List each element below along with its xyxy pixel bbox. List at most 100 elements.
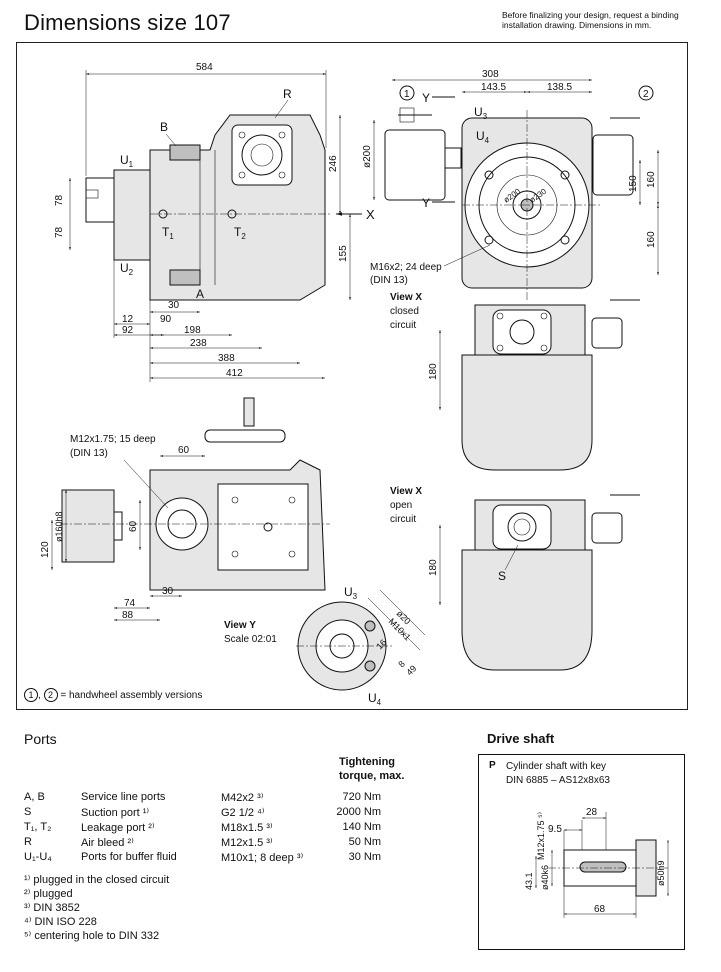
view-x-closed: View X closed circuit 180 — [390, 292, 640, 471]
header-note-line-2: installation drawing. Dimensions in mm. — [502, 20, 652, 30]
footnote: ³⁾ DIN 3852 — [24, 902, 80, 914]
legend: 1, 2 = handwheel assembly versions — [24, 688, 202, 702]
svg-text:74: 74 — [124, 598, 136, 609]
front-view: 1 2 Y Y 308 143.5 138.5 ø200 150 160 160… — [362, 69, 659, 300]
svg-text:Scale 02:01: Scale 02:01 — [224, 634, 277, 645]
svg-text:View X: View X — [390, 292, 422, 303]
svg-text:90: 90 — [160, 314, 172, 325]
svg-text:60: 60 — [178, 445, 190, 456]
svg-text:M12x1.75 ⁵⁾: M12x1.75 ⁵⁾ — [536, 812, 546, 860]
handwheel-2 — [592, 134, 634, 196]
svg-text:U2: U2 — [120, 261, 134, 277]
svg-text:T1: T1 — [162, 225, 174, 241]
port-B — [169, 144, 201, 161]
svg-text:U3: U3 — [474, 105, 488, 121]
svg-text:198: 198 — [184, 325, 201, 336]
svg-text:78: 78 — [54, 194, 65, 206]
svg-text:68: 68 — [594, 904, 606, 915]
svg-text:T2: T2 — [234, 225, 246, 241]
svg-text:150: 150 — [628, 175, 639, 192]
svg-text:12: 12 — [122, 314, 134, 325]
view-y: View Y Scale 02:01 U3 U4 ø20 M10x1 16 8 … — [224, 585, 426, 707]
svg-text:View Y: View Y — [224, 620, 256, 631]
svg-text:88: 88 — [122, 610, 134, 621]
port-A — [169, 269, 201, 286]
svg-text:238: 238 — [190, 338, 207, 349]
handwheel-1 — [384, 129, 446, 201]
footnote: ²⁾ plugged — [24, 888, 73, 900]
top-view: M12x1.75; 15 deep (DIN 13) 60 60 ø160h8 … — [40, 397, 330, 621]
svg-text:584: 584 — [196, 62, 213, 73]
svg-text:ø50h9: ø50h9 — [656, 860, 666, 886]
svg-text:U4: U4 — [476, 129, 490, 145]
svg-text:412: 412 — [226, 368, 243, 379]
svg-text:B: B — [160, 120, 168, 134]
svg-text:M16x2; 24 deep: M16x2; 24 deep — [370, 262, 442, 273]
torque-header: Tightening torque, max. — [339, 756, 405, 782]
side-view: X R B A U1 U2 T1 T2 584 78 78 246 155 30… — [54, 62, 375, 382]
svg-text:78: 78 — [54, 226, 65, 238]
svg-text:180: 180 — [428, 363, 439, 380]
svg-text:246: 246 — [328, 155, 339, 172]
legend-text: = handwheel assembly versions — [60, 690, 203, 701]
svg-text:120: 120 — [40, 541, 51, 558]
footnote: ¹⁾ plugged in the closed circuit — [24, 874, 170, 886]
svg-text:60: 60 — [128, 520, 139, 532]
svg-text:43.1: 43.1 — [524, 872, 534, 890]
ports-title: Ports — [24, 731, 57, 747]
svg-text:U3: U3 — [344, 585, 358, 601]
legend-circle-1: 1 — [24, 688, 38, 702]
svg-text:R: R — [283, 87, 292, 101]
drive-shaft-code: P — [489, 760, 496, 771]
svg-text:Y: Y — [422, 91, 430, 105]
header-note: Before finalizing your design, request a… — [502, 10, 702, 30]
svg-text:8: 8 — [396, 659, 407, 670]
drawing-frame — [16, 42, 688, 710]
drive-shaft-drawing: 28 9.5 M12x1.75 ⁵⁾ 43.1 ø40k6 ø50h9 68 — [524, 807, 669, 918]
svg-text:M12x1.75; 15 deep: M12x1.75; 15 deep — [70, 434, 156, 445]
svg-text:143.5: 143.5 — [481, 82, 506, 93]
svg-text:Y: Y — [422, 196, 430, 210]
shaft-key — [579, 861, 627, 873]
view-x-open: View X open circuit S 180 — [390, 486, 640, 671]
svg-text:U4: U4 — [368, 691, 382, 707]
svg-text:138.5: 138.5 — [547, 82, 572, 93]
svg-text:1: 1 — [404, 89, 410, 100]
svg-text:ø160h8: ø160h8 — [54, 511, 64, 542]
svg-text:160: 160 — [646, 231, 657, 248]
footnote: ⁵⁾ centering hole to DIN 332 — [24, 930, 160, 942]
header-note-line-1: Before finalizing your design, request a… — [502, 10, 679, 20]
svg-text:92: 92 — [122, 325, 134, 336]
svg-text:(DIN 13): (DIN 13) — [370, 275, 408, 286]
svg-text:X: X — [366, 207, 375, 222]
footnote: ⁴⁾ DIN ISO 228 — [24, 916, 97, 928]
shaft-stub — [85, 177, 117, 223]
svg-text:2: 2 — [643, 89, 649, 100]
svg-text:open: open — [390, 500, 412, 511]
drive-shaft-description: Cylinder shaft with key DIN 6885 – AS12x… — [506, 761, 610, 786]
drive-shaft-title: Drive shaft — [487, 731, 555, 746]
svg-text:ø40k6: ø40k6 — [540, 865, 550, 890]
svg-text:closed: closed — [390, 306, 419, 317]
svg-text:180: 180 — [428, 559, 439, 576]
svg-text:ø200: ø200 — [362, 145, 373, 168]
page-title: Dimensions size 107 — [24, 10, 231, 35]
drive-shaft-box — [478, 754, 685, 950]
technical-drawing: X R B A U1 U2 T1 T2 584 78 78 246 155 30… — [40, 62, 659, 707]
svg-text:circuit: circuit — [390, 514, 416, 525]
svg-text:A: A — [196, 287, 204, 301]
svg-text:30: 30 — [162, 586, 174, 597]
legend-circle-2: 2 — [43, 688, 58, 702]
svg-text:155: 155 — [338, 245, 349, 262]
svg-text:308: 308 — [482, 69, 499, 80]
svg-text:View X: View X — [390, 486, 422, 497]
svg-text:28: 28 — [586, 807, 598, 818]
svg-text:388: 388 — [218, 353, 235, 364]
svg-text:9.5: 9.5 — [548, 824, 562, 835]
svg-text:160: 160 — [646, 171, 657, 188]
